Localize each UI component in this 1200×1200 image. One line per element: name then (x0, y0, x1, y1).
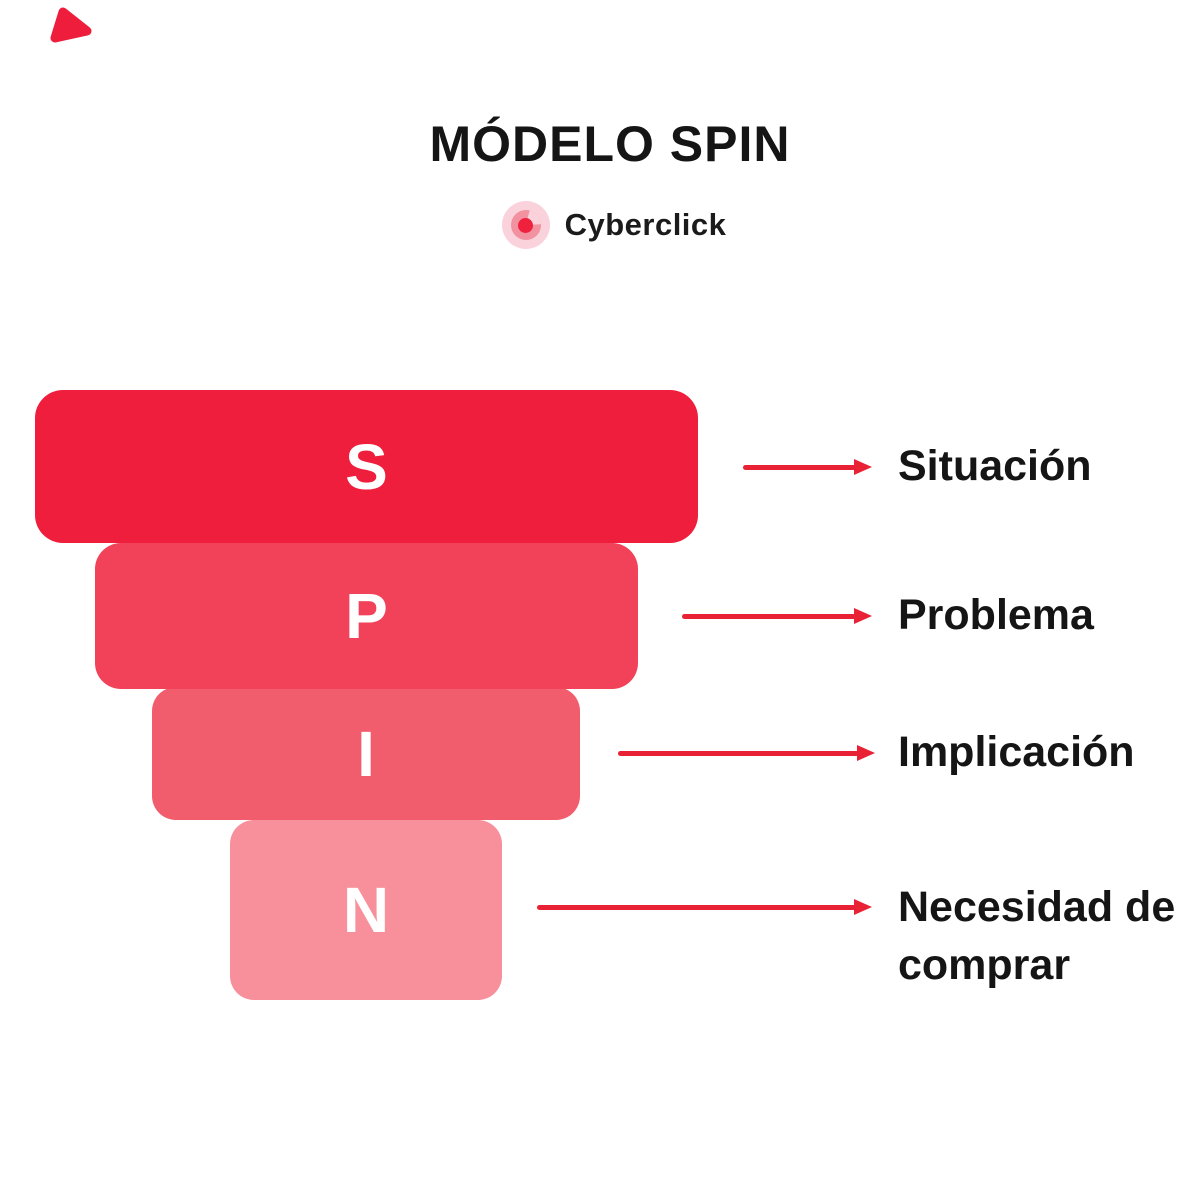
arrow-line (743, 464, 856, 470)
label-situacion: Situación (898, 442, 1092, 490)
funnel-letter: S (345, 430, 388, 503)
arrowhead-icon (857, 745, 875, 761)
funnel-letter: N (342, 874, 390, 946)
label-necesidad: Necesidad de comprar (898, 883, 1176, 989)
arrow-implicacion (618, 744, 875, 762)
arrow-necesidad (537, 898, 872, 916)
page-title: MÓDELO SPIN (429, 116, 791, 172)
funnel-bar-n: N (230, 820, 502, 1000)
label-problema: Problema (898, 591, 1094, 639)
arrowhead-icon (854, 459, 872, 475)
arrow-line (537, 904, 856, 910)
brand-row: Cyberclick (14, 201, 1200, 249)
arrow-line (682, 613, 856, 619)
logo-ring (510, 210, 541, 240)
arrowhead-icon (854, 608, 872, 624)
brand-triangle-icon (50, 7, 92, 43)
brand-name: Cyberclick (564, 207, 727, 242)
funnel-bar-i: I (152, 687, 580, 820)
arrow-situacion (743, 458, 872, 476)
funnel-letter: I (357, 717, 375, 790)
funnel-bar-s: S (35, 390, 698, 543)
logo-center-dot (518, 217, 534, 233)
cyberclick-logo-icon (501, 201, 550, 249)
arrow-line (618, 750, 859, 756)
funnel-letter: P (345, 580, 388, 652)
arrowhead-icon (854, 899, 872, 915)
arrow-problema (682, 607, 872, 625)
funnel-bar-p: P (95, 543, 638, 689)
label-implicacion: Implicación (898, 728, 1135, 776)
